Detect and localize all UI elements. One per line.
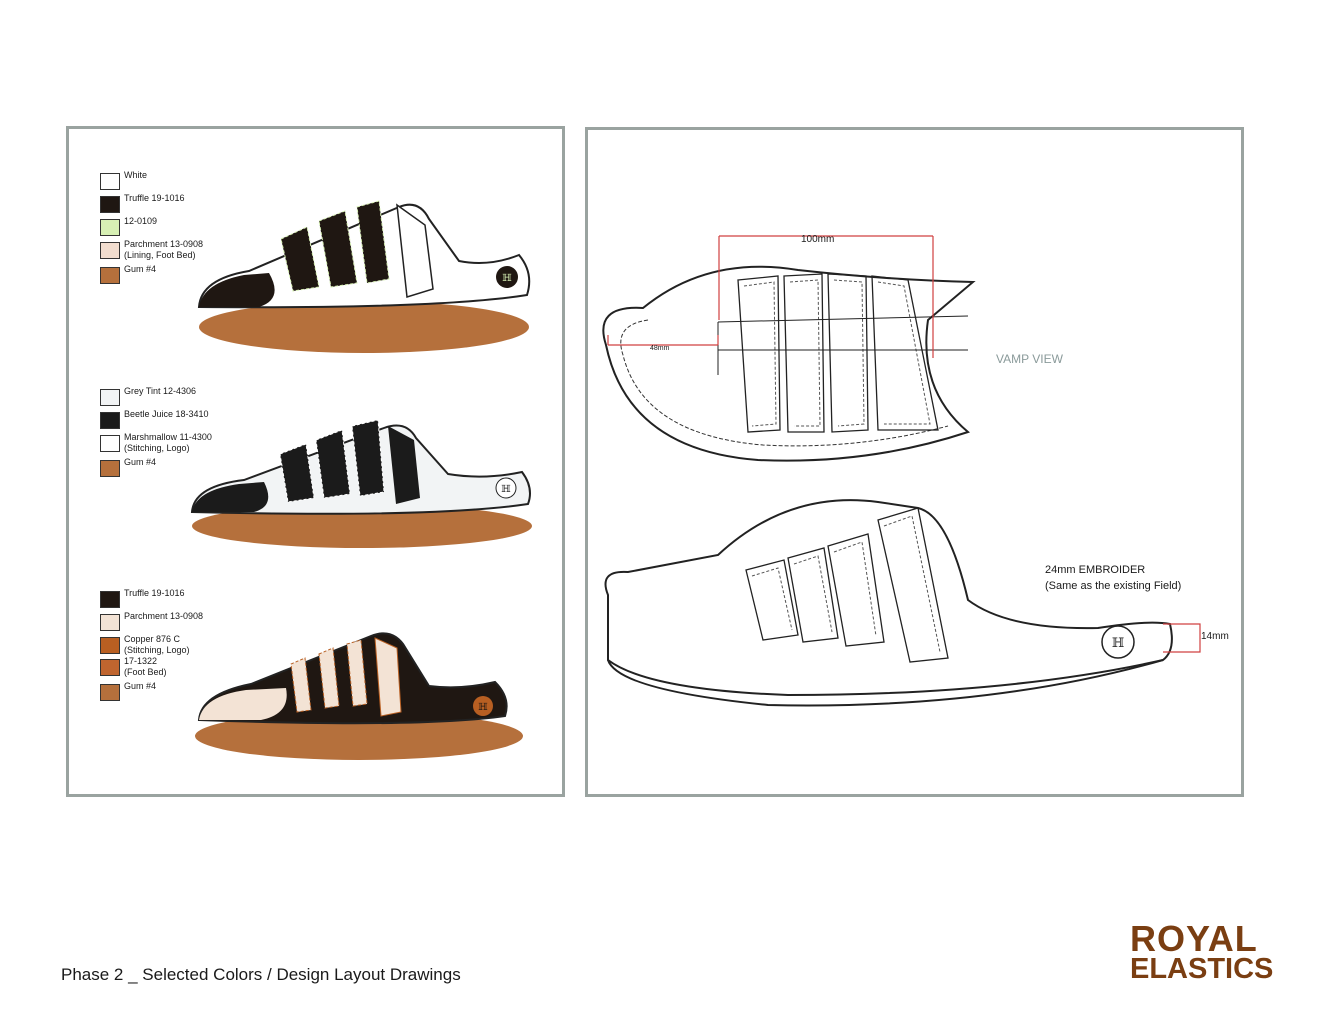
color-swatch [100, 435, 120, 452]
swatch-row: Parchment 13-0908 (Lining, Foot Bed) [100, 239, 204, 261]
embroider-subnote: (Same as the existing Field) [1045, 580, 1182, 592]
swatch-label: Parchment 13-0908 (Lining, Foot Bed) [124, 239, 204, 260]
svg-text:ℍ: ℍ [502, 273, 511, 284]
dimension-48mm: 48mm [650, 345, 670, 352]
dimension-14mm: 14mm [1201, 631, 1229, 642]
swatch-row: Parchment 13-0908 [100, 611, 204, 631]
swatch-row: Truffle 19-1016 [100, 193, 203, 213]
color-swatch [100, 412, 120, 429]
swatch-row: 12-0109 [100, 216, 203, 236]
colorways-panel: White Truffle 19-1016 12-0109 Parchment … [66, 126, 565, 797]
color-swatch [100, 684, 120, 701]
vamp-view-label: VAMP VIEW [996, 352, 1063, 366]
royal-elastics-logo: ROYAL ELASTICS [1130, 918, 1274, 985]
color-swatch [100, 614, 120, 631]
swatch-row: White [100, 170, 203, 190]
shoe-colorway-1: ℍ [197, 200, 531, 353]
logo-line-1: ROYAL [1130, 918, 1258, 959]
swatch-label: Parchment 13-0908 [124, 611, 204, 621]
color-swatch [100, 591, 120, 608]
swatch-label: Grey Tint 12-4306 [124, 386, 197, 396]
svg-text:ℍ: ℍ [501, 484, 510, 495]
color-swatch [100, 389, 120, 406]
swatch-row: Marshmallow 11-4300 (Stitching, Logo) [100, 432, 212, 454]
swatch-row: Beetle Juice 18-3410 [100, 409, 212, 429]
color-swatch [100, 242, 120, 259]
shoe-colorway-2: ℍ [190, 419, 532, 548]
color-swatch [100, 196, 120, 213]
colorway-2-swatches: Grey Tint 12-4306 Beetle Juice 18-3410 M… [100, 386, 212, 477]
swatch-label: Truffle 19-1016 [124, 193, 185, 203]
swatch-label: 12-0109 [124, 216, 158, 226]
swatch-label: Beetle Juice 18-3410 [124, 409, 209, 419]
page-title: Phase 2 _ Selected Colors / Design Layou… [61, 965, 461, 984]
embroider-note: 24mm EMBROIDER [1045, 564, 1146, 576]
color-swatch [100, 219, 120, 236]
color-swatch [100, 173, 120, 190]
swatch-row: 17-1322 (Foot Bed) [100, 656, 203, 678]
swatch-label: Copper 876 C (Stitching, Logo) [124, 634, 190, 655]
dimension-100mm: 100mm [801, 234, 835, 245]
color-swatch [100, 267, 120, 284]
logo-line-2: ELASTICS [1130, 953, 1274, 985]
color-swatch [100, 460, 120, 477]
swatch-row: Truffle 19-1016 [100, 588, 203, 608]
swatch-row: Gum #4 [100, 681, 203, 701]
technical-drawing-panel: ℍ 100mm 48mm VAMP VIEW 24mm EMBROIDER (S… [585, 127, 1244, 797]
swatch-label: White [124, 170, 148, 180]
swatch-row: Gum #4 [100, 457, 212, 477]
color-swatch [100, 659, 120, 676]
color-swatch [100, 637, 120, 654]
swatch-label: 17-1322 (Foot Bed) [124, 656, 167, 677]
colorway-3-swatches: Truffle 19-1016 Parchment 13-0908 Copper… [100, 588, 204, 701]
swatch-label: Gum #4 [124, 681, 157, 691]
swatch-label: Truffle 19-1016 [124, 588, 185, 598]
swatch-label: Gum #4 [124, 457, 157, 467]
swatch-row: Copper 876 C (Stitching, Logo) [100, 634, 203, 656]
shoe-colorway-3: ℍ [195, 632, 523, 760]
colorway-1-swatches: White Truffle 19-1016 12-0109 Parchment … [100, 170, 204, 284]
swatch-row: Grey Tint 12-4306 [100, 386, 212, 406]
swatch-row: Gum #4 [100, 264, 203, 284]
swatch-label: Gum #4 [124, 264, 157, 274]
swatch-label: Marshmallow 11-4300 (Stitching, Logo) [124, 432, 212, 453]
svg-text:ℍ: ℍ [1112, 636, 1124, 651]
vamp-view-drawing: ℍ [602, 235, 1201, 707]
svg-text:ℍ: ℍ [478, 702, 487, 713]
